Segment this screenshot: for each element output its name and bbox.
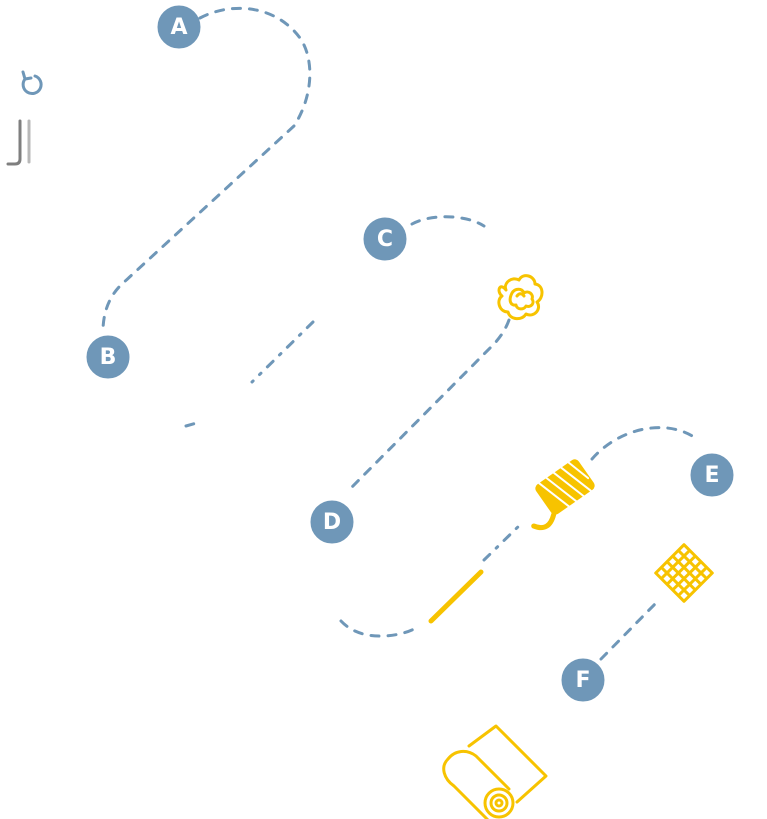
route-a-to-b: [101, 6, 312, 331]
brand-logo-icon: [6, 119, 31, 166]
connector-b-to-d-fragment: [250, 320, 315, 384]
badge-d-label: D: [323, 510, 341, 535]
woven-fabric-icon: [654, 543, 714, 603]
reload-icon[interactable]: [21, 70, 43, 95]
badge-f: F: [561, 658, 605, 702]
badge-a: A: [157, 5, 201, 49]
badge-b-label: B: [100, 345, 117, 370]
badge-c: C: [363, 217, 407, 261]
badge-c-label: C: [377, 227, 393, 252]
fabric-roll-icon: [442, 724, 548, 819]
badge-a-label: A: [170, 15, 187, 40]
cotton-boll-icon: [497, 274, 544, 321]
badge-f-label: F: [575, 668, 590, 693]
route-c-to-d: [346, 215, 511, 493]
badge-d: D: [310, 500, 354, 544]
connector-b-to-d-tail: [184, 420, 202, 428]
route-d-to-e-middle: [482, 520, 525, 562]
thread-spool-icon: [531, 459, 595, 531]
knitting-needle-icon: [428, 569, 484, 624]
badge-b: B: [86, 335, 130, 379]
route-d-to-e-lower: [339, 619, 418, 638]
route-d-to-e-upper: [590, 426, 696, 461]
badge-e: E: [690, 453, 734, 497]
route-f-to-fabric: [599, 602, 657, 661]
badge-e-label: E: [704, 463, 719, 488]
